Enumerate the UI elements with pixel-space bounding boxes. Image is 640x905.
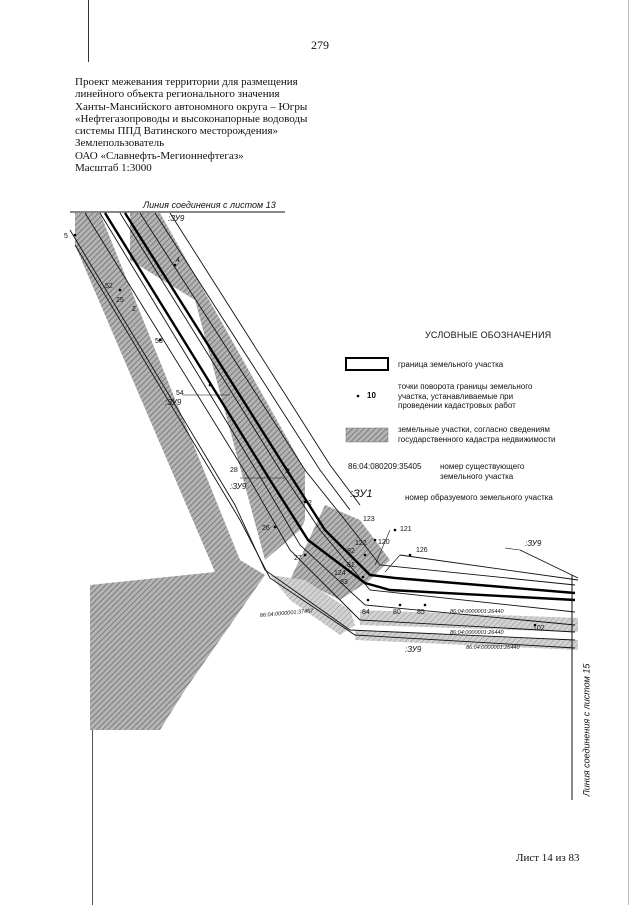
cadastral-number-label: 86:04:0000001:26440	[466, 645, 520, 651]
cadastral-number-label: 86:04:0000001:26440	[450, 609, 504, 615]
existing-parcel	[290, 505, 390, 600]
point-label: 27	[294, 555, 302, 562]
header-line: «Нефтегазопроводы и высоконапорные водов…	[75, 112, 308, 125]
parcel-id-label: :ЗУ9	[405, 645, 422, 654]
legend-cadastral-sample: 86:04:080209:35405	[348, 462, 422, 471]
point-label: 102	[533, 625, 545, 632]
leader-lines	[183, 394, 521, 573]
parcel-id-label: :ЗУ9	[230, 482, 247, 491]
point-label: 28	[230, 467, 238, 474]
corridor-lines	[69, 212, 579, 649]
legend-existing-symbol	[345, 427, 389, 443]
point-label: 120	[378, 539, 390, 546]
legend-title: УСЛОВНЫЕ ОБОЗНАЧЕНИЯ	[425, 330, 552, 340]
point-label: 82	[347, 548, 355, 555]
header-line: системы ППД Ватинского месторождения»	[75, 125, 279, 138]
point-label: 124	[334, 570, 346, 577]
parcel-labels: :ЗУ9 :ЗУ9 :ЗУ9 :ЗУ9 :ЗУ9	[165, 214, 542, 654]
cadastral-labels: 86:04:0000001:37467 86:04:0000001:26440 …	[260, 608, 521, 651]
legend-point-text: точки поворота границы земельного участк…	[398, 382, 533, 410]
page-edge	[628, 0, 629, 905]
connection-line-top-label: Линия соединения с листом 13	[143, 200, 276, 210]
point-label: 81	[347, 562, 355, 569]
legend-new-text: номер образуемого земельного участка	[405, 493, 553, 502]
existing-parcel	[270, 575, 355, 635]
legend-boundary-text: граница земельного участка	[398, 360, 504, 369]
sheet-number: Лист 14 из 83	[516, 852, 580, 864]
point-label: 123	[363, 516, 375, 523]
point-label: 25	[116, 297, 124, 304]
margin-line	[88, 0, 89, 62]
header-line: линейного объекта регионального значения	[75, 88, 280, 101]
legend-new-sample: :ЗУ1	[350, 488, 373, 500]
header-line: Ханты-Мансийского автономного округа – Ю…	[75, 100, 308, 113]
existing-parcel	[75, 213, 265, 730]
point-label: 83	[340, 579, 348, 586]
header-line: Землепользователь	[75, 137, 165, 150]
cadastral-number-label: 86:04:0000001:26440	[450, 630, 504, 636]
header-line: Проект межевания территории для размещен…	[75, 76, 298, 88]
point-label: 122	[355, 540, 367, 547]
document-header: Проект межевания территории для размещен…	[75, 76, 375, 174]
point-label: 2	[132, 306, 136, 313]
connection-line-right-label: Линия соединения с листом 15	[581, 663, 592, 797]
point-label: 3	[285, 468, 289, 475]
legend-boundary-symbol	[345, 357, 389, 371]
point-label: 53	[155, 338, 163, 345]
header-line: ОАО «Славнефть-Мегионнефтегаз»	[75, 149, 244, 162]
point-label: 80	[393, 609, 401, 616]
header-line: Масштаб 1:3000	[75, 162, 152, 175]
point-labels: 5 4 52 25 2 53 54 28 3 2 26 27 123 122 1…	[64, 233, 545, 632]
point-label: 54	[176, 390, 184, 397]
existing-parcel	[130, 213, 305, 560]
page-number: 279	[311, 38, 329, 52]
parcel-id-label: :ЗУ9	[168, 214, 185, 223]
point-label: 84	[362, 609, 370, 616]
point-label: 2	[308, 500, 312, 507]
point-label: 126	[416, 547, 428, 554]
legend-existing-text: земельные участки, согласно сведениям го…	[398, 425, 556, 444]
point-label: 52	[105, 283, 113, 290]
point-label: 26	[262, 525, 270, 532]
parcel-id-label: :ЗУ9	[165, 398, 182, 407]
point-label: 4	[176, 257, 180, 264]
parcel-id-label: :ЗУ9	[525, 539, 542, 548]
point-label: 5	[64, 233, 68, 240]
point-label: 85	[417, 609, 425, 616]
legend-point-symbol	[356, 394, 360, 398]
cadastral-number-label: 86:04:0000001:37467	[260, 608, 315, 619]
existing-parcel	[360, 610, 578, 632]
margin-line	[92, 700, 93, 905]
legend-cadastral-text: номер существующего земельного участка	[440, 462, 525, 481]
parcel-boundary	[103, 212, 576, 602]
point-label: 121	[400, 526, 412, 533]
turning-points	[73, 233, 537, 627]
legend-point-sample: 10	[367, 391, 376, 400]
